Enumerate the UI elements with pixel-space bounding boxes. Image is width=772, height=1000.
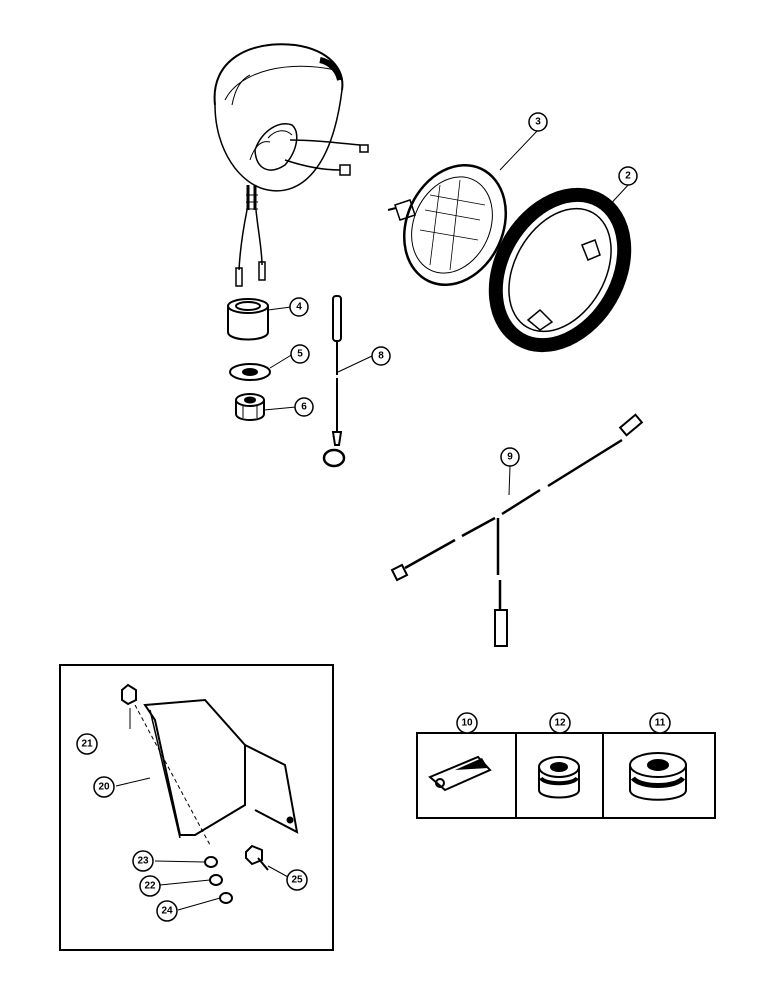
- svg-text:10: 10: [461, 718, 473, 729]
- lamp-housing: [213, 43, 369, 287]
- leader-lines: [115, 129, 631, 911]
- callout-6: 6: [294, 397, 314, 417]
- svg-text:20: 20: [98, 782, 110, 793]
- washer-part: [229, 363, 271, 381]
- callout-3: 3: [528, 112, 548, 132]
- callout-24: 24: [156, 900, 178, 922]
- callout-11: 11: [649, 712, 671, 734]
- svg-text:8: 8: [378, 351, 384, 362]
- callout-21: 21: [76, 733, 98, 755]
- svg-text:22: 22: [144, 881, 156, 892]
- terminal-part: [428, 755, 492, 792]
- callout-23: 23: [132, 850, 154, 872]
- svg-text:4: 4: [296, 302, 302, 313]
- lock-nut-part: [235, 393, 265, 421]
- cap-screw-part: [245, 844, 269, 871]
- svg-text:23: 23: [137, 856, 149, 867]
- svg-text:11: 11: [655, 718, 666, 729]
- callout-9: 9: [500, 447, 520, 467]
- grommet-small-part: [538, 756, 580, 799]
- svg-text:2: 2: [625, 171, 631, 182]
- svg-text:5: 5: [297, 349, 303, 360]
- svg-text:12: 12: [554, 718, 566, 729]
- svg-text:24: 24: [161, 906, 173, 917]
- svg-text:25: 25: [291, 875, 303, 886]
- svg-text:21: 21: [81, 739, 93, 750]
- callout-5: 5: [290, 344, 310, 364]
- callout-4: 4: [289, 297, 309, 317]
- bracket-screw-part: [121, 683, 137, 706]
- sealed-beam-lamp: [387, 164, 508, 286]
- wiring-harness: [390, 413, 644, 647]
- callout-8: 8: [371, 346, 391, 366]
- wire-lead: [322, 295, 346, 468]
- callout-2: 2: [618, 166, 638, 186]
- svg-text:9: 9: [507, 452, 513, 463]
- callout-12: 12: [549, 712, 571, 734]
- mounting-bracket: [134, 698, 299, 846]
- callout-25: 25: [286, 869, 308, 891]
- svg-text:3: 3: [535, 117, 541, 128]
- inset-frame: [59, 664, 334, 951]
- callout-10: 10: [456, 712, 478, 734]
- callout-22: 22: [139, 875, 161, 897]
- callout-20: 20: [93, 776, 115, 798]
- retaining-ring: [488, 187, 632, 353]
- svg-text:6: 6: [301, 402, 307, 413]
- parts-table: [416, 732, 716, 819]
- grommet-large-part: [629, 752, 687, 801]
- spacer-part: [227, 298, 269, 341]
